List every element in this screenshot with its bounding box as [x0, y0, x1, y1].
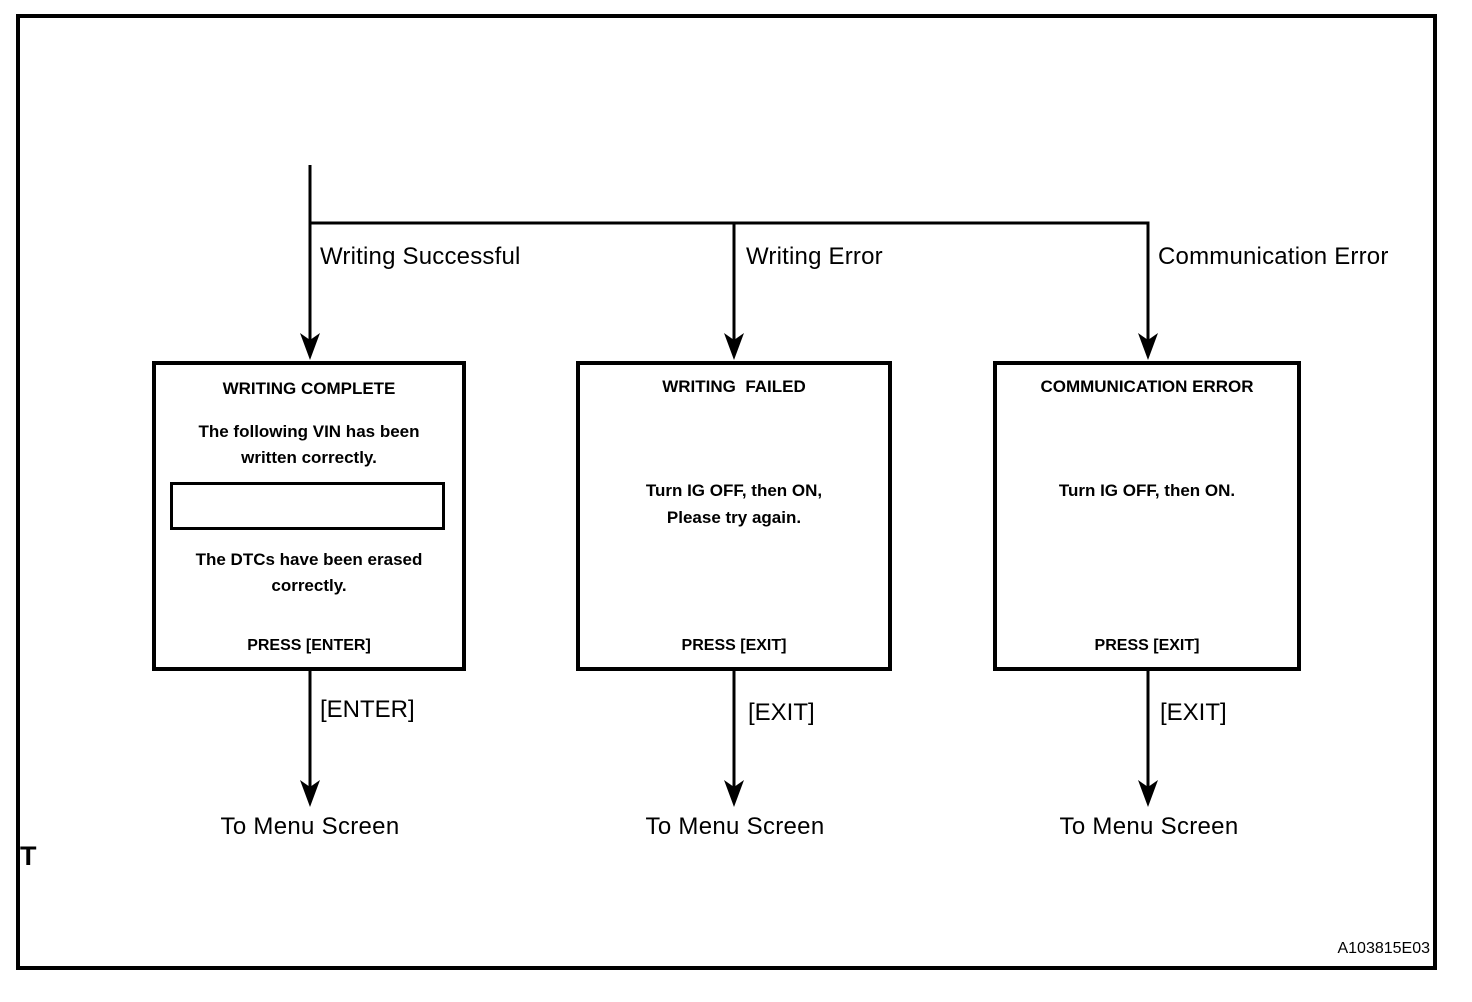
key-label-exit-3: [EXIT] [1160, 699, 1227, 726]
screen-title: COMMUNICATION ERROR [1040, 377, 1254, 396]
screen-title: WRITING COMPLETE [222, 379, 396, 398]
screen-writing-complete: WRITING COMPLETE The following VIN has b… [152, 361, 466, 671]
screen-title: WRITING FAILED [662, 377, 806, 396]
destination-label-2: To Menu Screen [645, 813, 825, 840]
arrowhead-to-menu-1 [300, 780, 320, 807]
screen-message-line: written correctly. [241, 448, 377, 467]
branch-label-writing-error: Writing Error [746, 243, 883, 270]
screen-message-line: The DTCs have been erased [195, 550, 423, 569]
screen-message-line: Turn IG OFF, then ON. [1058, 481, 1236, 500]
screen-message-line: The following VIN has been [198, 422, 420, 441]
page-marker-t: T [20, 841, 37, 871]
branch-label-communication-error: Communication Error [1158, 243, 1389, 270]
key-label-enter: [ENTER] [320, 696, 415, 723]
destination-label-1: To Menu Screen [220, 813, 400, 840]
arrowhead-into-screen-2 [724, 333, 744, 360]
screen-message-line: correctly. [271, 576, 347, 595]
branch-label-writing-successful: Writing Successful [320, 243, 521, 270]
arrowhead-into-screen-3 [1138, 333, 1158, 360]
figure-code: A103815E03 [1337, 940, 1430, 957]
key-label-exit-2: [EXIT] [748, 699, 815, 726]
arrowhead-to-menu-2 [724, 780, 744, 807]
screen-footer-press-exit: PRESS [EXIT] [681, 637, 787, 654]
screen-message-line: Please try again. [666, 508, 802, 527]
vin-value-box [170, 482, 445, 530]
screen-footer-press-exit: PRESS [EXIT] [1094, 637, 1200, 654]
screen-communication-error: COMMUNICATION ERROR Turn IG OFF, then ON… [993, 361, 1301, 671]
arrowhead-into-screen-1 [300, 333, 320, 360]
screen-message-line: Turn IG OFF, then ON, [645, 481, 823, 500]
screen-footer-press-enter: PRESS [ENTER] [247, 637, 371, 654]
arrowhead-to-menu-3 [1138, 780, 1158, 807]
figure-border [16, 14, 1437, 970]
screen-writing-failed: WRITING FAILED Turn IG OFF, then ON, Ple… [576, 361, 892, 671]
destination-label-3: To Menu Screen [1059, 813, 1239, 840]
